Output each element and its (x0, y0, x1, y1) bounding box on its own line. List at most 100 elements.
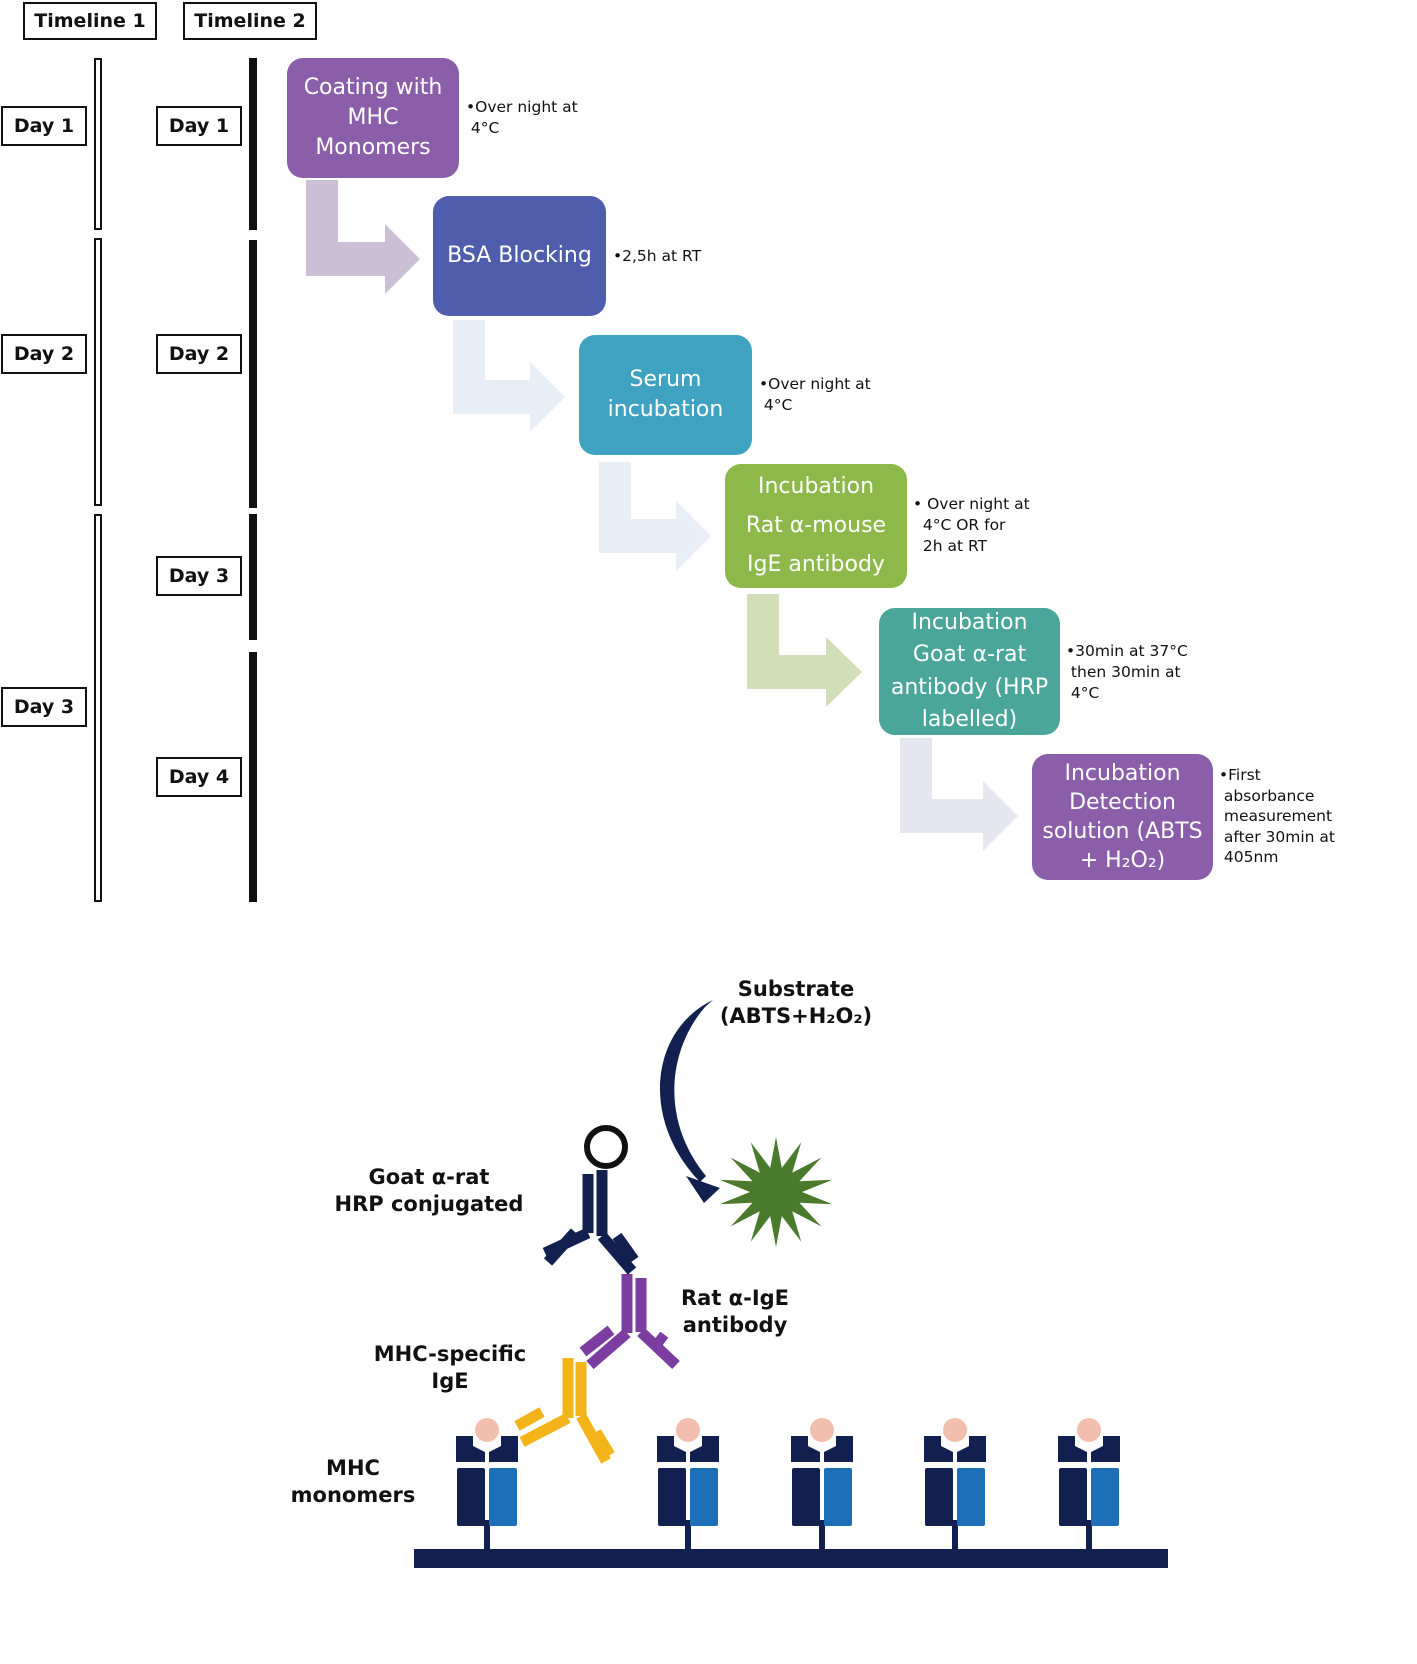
note-rat-anti-mouse-ige: • Over night at 4°C OR for 2h at RT (913, 494, 1030, 557)
mhc-beta-chain (1091, 1468, 1119, 1526)
note-line: 4°C (759, 396, 793, 414)
peptide-circle (676, 1418, 700, 1442)
timeline-2-day-2: Day 2 (156, 334, 242, 374)
peptide-circle (1077, 1418, 1101, 1442)
mhc-label-line1: MHC (326, 1456, 380, 1480)
peptide-circle (943, 1418, 967, 1442)
step-line: Incubation (1064, 761, 1181, 786)
timeline-1-segment-day-2 (94, 238, 102, 506)
goat-anti-rat-label: Goat α-rat HRP conjugated (330, 1164, 528, 1218)
timeline-2-segment-day-2 (249, 240, 257, 508)
step-serum-incubation: Serum incubation (579, 335, 752, 455)
timeline-2-day-3: Day 3 (156, 556, 242, 596)
note-line: 4°C OR for (913, 516, 1006, 534)
step-line: MHC (347, 105, 399, 130)
step-line: Detection (1069, 790, 1176, 815)
mhc-beta-chain (489, 1468, 517, 1526)
goat-anti-rat-antibody (542, 1170, 639, 1275)
mhc-monomer (657, 1418, 719, 1552)
step-line: Incubation (911, 610, 1028, 635)
substrate-label-line1: Substrate (737, 977, 855, 1001)
step-line: Rat α-mouse (745, 513, 887, 538)
flow-arrow-3 (599, 462, 711, 571)
mhc-alpha-domain (791, 1436, 820, 1462)
flow-arrow-2 (453, 320, 565, 432)
note-line: •Over night at (759, 375, 871, 393)
mhc-stalk (819, 1520, 825, 1552)
timeline-1-day-3: Day 3 (1, 687, 87, 727)
substrate-conversion-arrow (659, 1000, 713, 1182)
note-line: •30min at 37°C (1066, 642, 1188, 660)
note-line: 4°C (466, 119, 500, 137)
step-bsa-blocking: BSA Blocking (433, 196, 606, 316)
mhc-alpha-chain (1059, 1468, 1087, 1526)
step-line: incubation (607, 397, 724, 422)
mhc-monomers-label: MHC monomers (282, 1455, 424, 1509)
timeline-1-segment-day-1 (94, 58, 102, 230)
timeline-2-segment-day-4 (249, 652, 257, 902)
step-line: BSA Blocking (447, 243, 592, 268)
mhc-monomer (791, 1418, 853, 1552)
mhc-alpha-chain (792, 1468, 820, 1526)
timeline-2-segment-day-3 (249, 514, 257, 640)
step-line: Coating with (303, 75, 443, 100)
step-line: Goat α-rat (912, 642, 1027, 668)
mhc-stalk (1086, 1520, 1092, 1552)
timeline-1-day-1: Day 1 (1, 106, 87, 146)
note-line: •2,5h at RT (613, 247, 702, 265)
mhc-stalk (952, 1520, 958, 1552)
timeline-1-segment-day-3 (94, 514, 102, 902)
mhc-specific-ige (514, 1358, 615, 1464)
flow-arrow-1 (306, 180, 420, 294)
note-line: 405nm (1219, 848, 1279, 866)
colored-product-starburst (719, 1136, 833, 1248)
flow-arrow-5 (900, 738, 1018, 851)
step-line: Incubation (757, 474, 875, 499)
timeline-2-day-4: Day 4 (156, 757, 242, 797)
note-line: then 30min at (1066, 663, 1181, 681)
mhc-alpha-domain (657, 1436, 686, 1462)
mhc-alpha-chain (658, 1468, 686, 1526)
mhc-beta-chain (690, 1468, 718, 1526)
note-goat-anti-rat: •30min at 37°C then 30min at 4°C (1066, 641, 1188, 704)
note-line: •First (1219, 766, 1261, 784)
mhc-beta-domain (1091, 1436, 1120, 1462)
timeline-1-day-2: Day 2 (1, 334, 87, 374)
note-line: after 30min at (1219, 827, 1335, 846)
mhc-alpha-domain (924, 1436, 953, 1462)
mhc-specific-ige-label: MHC-specific IgE (366, 1341, 534, 1395)
peptide-circle (475, 1418, 499, 1442)
substrate-arrowhead (686, 1176, 720, 1203)
note-detection: •First absorbance measurement after 30mi… (1219, 765, 1335, 868)
mhc-monomer (1058, 1418, 1120, 1552)
flow-arrow-4 (747, 594, 862, 707)
rat-anti-ige-antibody (579, 1274, 680, 1370)
mhc-stalk (484, 1520, 490, 1552)
mhc-beta-domain (690, 1436, 719, 1462)
goat-label-line1: Goat α-rat (368, 1165, 490, 1189)
timeline-2-day-1: Day 1 (156, 106, 242, 146)
note-line: 2h at RT (913, 537, 988, 555)
mhc-monomer (456, 1418, 518, 1552)
mhc-beta-domain (824, 1436, 853, 1462)
step-line: IgE antibody (747, 552, 885, 577)
mhc-alpha-domain (456, 1436, 485, 1462)
step-line: Serum (629, 367, 702, 392)
note-line: 4°C (1066, 684, 1100, 702)
plate-surface (414, 1549, 1168, 1568)
mhc-alpha-chain (457, 1468, 485, 1526)
ige-label-line2: IgE (431, 1369, 469, 1393)
step-line: antibody (HRP (890, 674, 1049, 700)
goat-label-line2: HRP conjugated (334, 1192, 524, 1216)
substrate-label: Substrate (ABTS+H₂O₂) (710, 976, 882, 1030)
timeline-2-header: Timeline 2 (183, 2, 317, 40)
rat-label-line2: antibody (682, 1313, 788, 1337)
flow-arrows (306, 180, 1018, 851)
mhc-beta-chain (824, 1468, 852, 1526)
step-line: solution (ABTS (1042, 819, 1203, 844)
